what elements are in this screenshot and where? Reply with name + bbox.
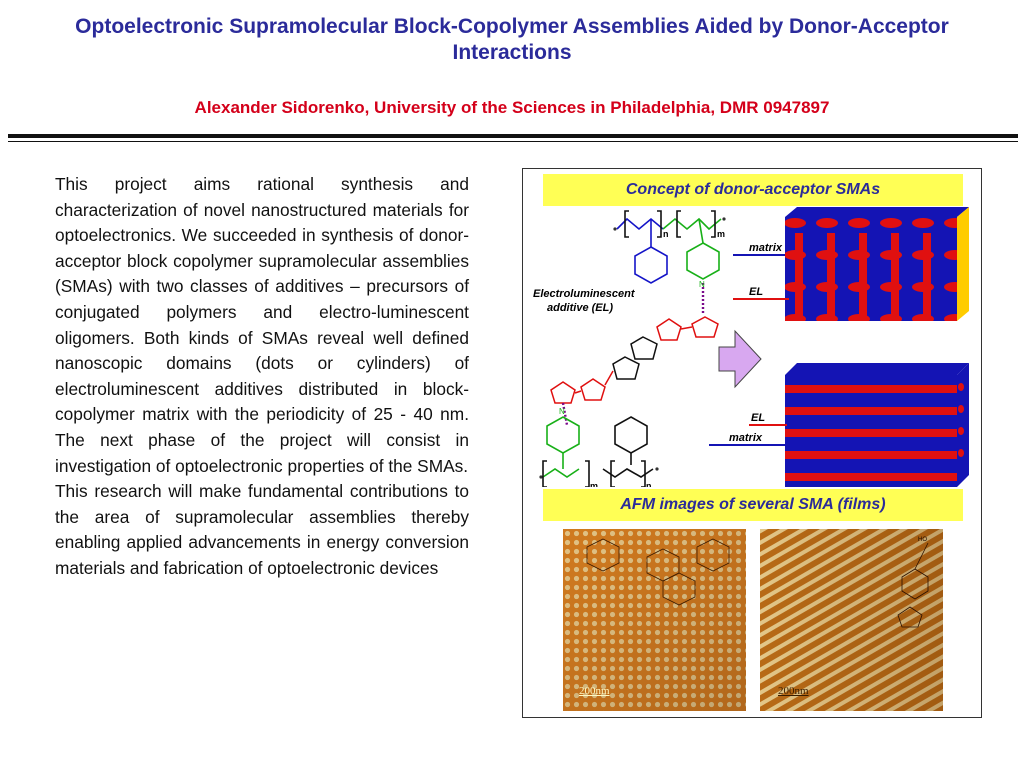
lamellar-morphology-block	[785, 363, 969, 487]
el-additive-label-line2: additive (EL)	[547, 302, 613, 314]
overlay-molecule-1	[586, 538, 730, 606]
el-additive-label-line1: Electroluminescent	[533, 288, 636, 300]
sma-concept-diagram: n m N Electroluminescent additive (EL)	[533, 207, 969, 487]
afm-scalebar-2: 200nm	[778, 685, 809, 697]
subscript-n-top: n	[663, 229, 669, 239]
header-divider-thick	[8, 134, 1018, 138]
label-matrix-top: matrix	[749, 242, 783, 254]
figure-panel: Concept of donor-acceptor SMAs n m N	[522, 168, 982, 718]
bottom-copolymer-structure	[539, 416, 659, 487]
body-text: This project aims rational synthesis and…	[55, 172, 469, 582]
page-title: Optoelectronic Supramolecular Block-Copo…	[75, 15, 949, 64]
top-copolymer-structure	[613, 210, 726, 315]
pyridine-n-top: N	[699, 280, 705, 289]
caption-concept: Concept of donor-acceptor SMAs	[543, 174, 963, 206]
caption-afm: AFM images of several SMA (films)	[543, 489, 963, 521]
paragraph-project-summary: This project aims rational synthesis and…	[55, 174, 469, 476]
label-el-bottom: EL	[751, 412, 765, 424]
label-el-top: EL	[749, 286, 763, 298]
header-divider-thin	[8, 141, 1018, 142]
afm-scalebar-1: 200nm	[579, 685, 610, 697]
transformation-arrow-icon	[718, 329, 762, 389]
overlay-molecule-2	[897, 542, 929, 628]
el-oligomer-structure	[550, 316, 719, 426]
subscript-m-top: m	[717, 229, 725, 239]
afm-image-dots: 200nm	[563, 529, 746, 711]
subscript-m-bottom: m	[590, 481, 598, 487]
cylinder-morphology-block	[785, 207, 969, 321]
author-line: Alexander Sidorenko, University of the S…	[194, 98, 830, 117]
label-matrix-bottom: matrix	[729, 432, 763, 444]
paragraph-broader-impact: This research will make fundamental cont…	[55, 481, 469, 578]
subscript-n-bottom: n	[646, 481, 652, 487]
ho-label: HO	[918, 537, 927, 543]
afm-image-stripes: HO 200nm	[760, 529, 943, 711]
pyridine-n-bottom: N	[559, 407, 565, 416]
